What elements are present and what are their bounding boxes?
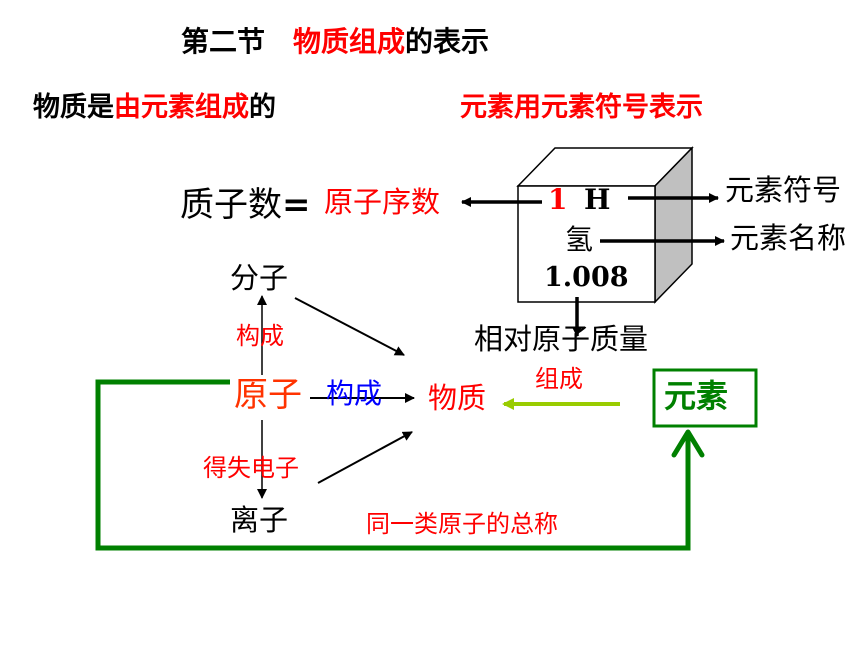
green-loop-atom-to-element <box>95 379 691 551</box>
subtitle-left-part3: 的 <box>249 92 276 123</box>
name-label: 元素名称 <box>730 221 847 255</box>
subtitle-left-highlight: 由元素组成 <box>114 92 249 123</box>
title-section: 第二节 <box>181 25 266 58</box>
proton-count-label: 质子数= <box>180 188 311 222</box>
node-element: 元素 <box>664 377 729 415</box>
card-element-name: 氢 <box>565 223 594 256</box>
subtitle-left-part1: 物质是 <box>33 92 114 123</box>
green-loop-arrowhead-icon <box>671 429 705 458</box>
subtitle-right: 元素用元素符号表示 <box>460 92 703 123</box>
node-ion: 离子 <box>230 503 289 537</box>
card-atomic-mass: 1.008 <box>544 262 629 293</box>
label-constitutes-horizontal: 构成 <box>326 377 383 410</box>
element-box <box>652 368 758 428</box>
label-gain-lose-electrons: 得失电子 <box>203 454 299 482</box>
label-composes: 组成 <box>535 365 583 393</box>
label-element-definition: 同一类原子的总称 <box>366 510 558 538</box>
arrow-ion-to-substance <box>317 431 413 484</box>
card-atomic-number: 1 <box>548 183 568 216</box>
element-card-box <box>516 146 694 304</box>
title-suffix: 的表示 <box>405 25 490 58</box>
node-molecule: 分子 <box>230 261 289 295</box>
symbol-label: 元素符号 <box>725 173 842 207</box>
card-symbol: H <box>584 183 611 216</box>
label-constitutes-vertical: 构成 <box>236 322 284 350</box>
subtitle-left: 物质是由元素组成的 <box>33 94 276 121</box>
node-substance: 物质 <box>428 381 487 415</box>
proton-count-text: 质子数 <box>180 185 282 225</box>
title-highlight: 物质组成 <box>293 25 406 58</box>
node-atom: 原子 <box>234 375 302 415</box>
equals-sign: = <box>282 185 311 225</box>
page-title: 第二节物质组成的表示 <box>181 28 489 56</box>
arrow-molecule-to-substance <box>294 297 405 356</box>
atomic-number-label: 原子序数 <box>324 185 441 219</box>
relative-mass-label: 相对原子质量 <box>474 322 649 356</box>
box-front-face <box>517 185 656 303</box>
